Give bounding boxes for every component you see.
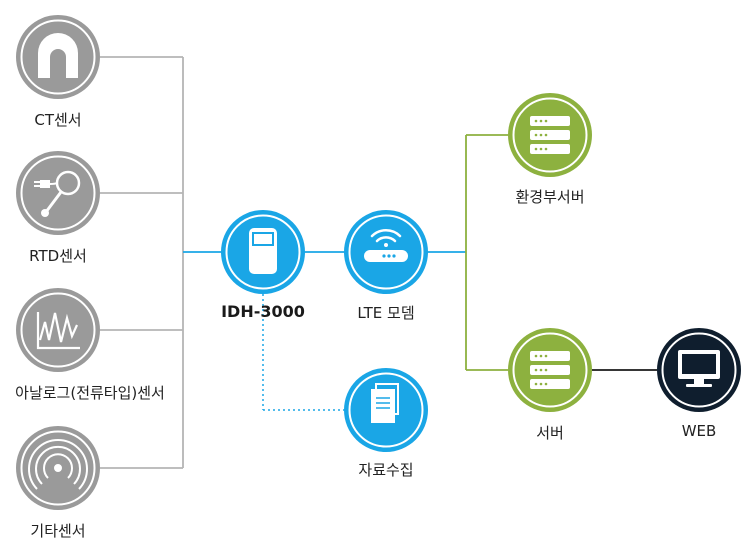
monitor-icon bbox=[678, 350, 720, 387]
data-collection-label: 자료수집 bbox=[358, 461, 414, 479]
ct-clamp-icon bbox=[38, 33, 78, 78]
lte-modem-label: LTE 모뎀 bbox=[357, 304, 415, 322]
server-label: 서버 bbox=[536, 424, 564, 442]
ct-sensor-node[interactable] bbox=[16, 15, 100, 99]
analog-sensor-node[interactable] bbox=[16, 288, 100, 372]
lte-modem-node[interactable] bbox=[344, 210, 428, 294]
idh-3000-node[interactable] bbox=[221, 210, 305, 294]
data-collection-node[interactable] bbox=[344, 368, 428, 452]
idh-3000-label: IDH-3000 bbox=[221, 302, 305, 321]
server-icon bbox=[530, 116, 570, 154]
other-sensor-label: 기타센서 bbox=[30, 522, 86, 540]
rtd-sensor-node[interactable] bbox=[16, 151, 100, 235]
rtd-probe-icon bbox=[34, 170, 81, 217]
wireless-signal-icon bbox=[28, 439, 88, 490]
sensor-connectors bbox=[100, 56, 184, 469]
rtd-sensor-label: RTD센서 bbox=[29, 247, 87, 265]
analog-waveform-icon bbox=[36, 312, 80, 350]
env-server-label: 환경부서버 bbox=[515, 188, 585, 206]
env-server-node[interactable] bbox=[508, 93, 592, 177]
other-sensor-node[interactable] bbox=[16, 426, 100, 510]
documents-icon bbox=[371, 383, 399, 423]
web-node[interactable] bbox=[657, 328, 741, 412]
ct-sensor-label: CT센서 bbox=[34, 111, 82, 129]
server-connectors bbox=[465, 134, 508, 371]
wifi-router-icon bbox=[364, 229, 408, 262]
analog-sensor-label: 아날로그(전류타입)센서 bbox=[15, 384, 165, 402]
device-icon bbox=[249, 228, 277, 274]
server-icon bbox=[530, 351, 570, 389]
server-node[interactable] bbox=[508, 328, 592, 412]
web-label: WEB bbox=[681, 422, 717, 440]
